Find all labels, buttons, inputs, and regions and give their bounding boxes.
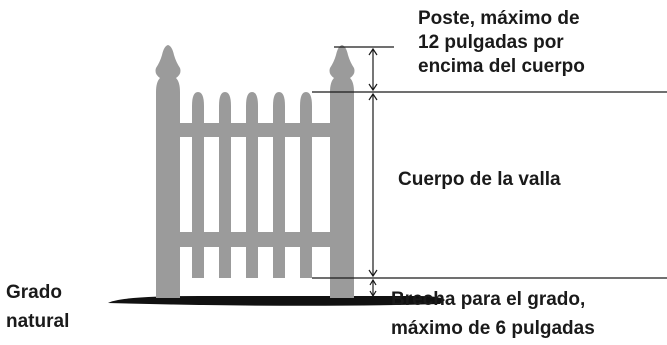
picket xyxy=(219,92,231,278)
grade-gap-label: Brecha para el grado, máximo de 6 pulgad… xyxy=(391,285,595,343)
picket xyxy=(192,92,204,278)
post-label-line-3: encima del cuerpo xyxy=(418,56,585,77)
natural-grade-label-line-1: Grado xyxy=(6,282,62,303)
fence-body-label-text: Cuerpo de la valla xyxy=(398,169,561,190)
grade-gap-label-line-1: Brecha para el grado, xyxy=(391,289,586,310)
fence xyxy=(155,45,355,298)
post-label-line-1: Poste, máximo de xyxy=(418,8,580,29)
natural-grade-label-line-2: natural xyxy=(6,311,70,332)
post-label-line-2: 12 pulgadas por xyxy=(418,32,564,53)
natural-grade-label: Grado natural xyxy=(6,278,69,336)
post-label: Poste, máximo de 12 pulgadas por encima … xyxy=(418,7,585,79)
picket xyxy=(300,92,312,278)
picket xyxy=(246,92,258,278)
fence-body-label: Cuerpo de la valla xyxy=(398,168,561,192)
dimension-arrows xyxy=(368,47,378,298)
left-post xyxy=(155,45,181,298)
natural-grade-ground xyxy=(108,296,445,306)
right-post xyxy=(329,45,355,298)
picket xyxy=(273,92,285,278)
grade-gap-label-line-2: máximo de 6 pulgadas xyxy=(391,318,595,339)
